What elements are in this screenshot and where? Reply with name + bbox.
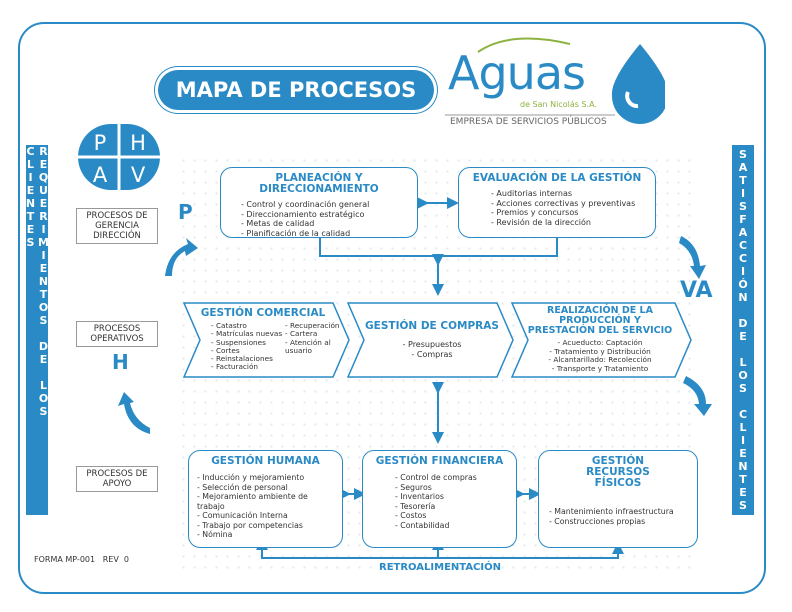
list-item: - Atención al usuario [285, 337, 331, 355]
chevron-compras[interactable]: GESTIÓN DE COMPRAS - Presupuestos - Comp… [347, 302, 515, 378]
list-item: - Presupuestos [402, 340, 462, 349]
list-item: - Comunicación Interna [197, 511, 288, 520]
list-item: - Transporte y Tratamiento [551, 363, 649, 373]
list-item: - Selección de personal [197, 482, 288, 492]
list-item: - Costos [395, 511, 427, 520]
list-item: - Auditorias internas [491, 189, 573, 198]
box-title: GESTIÓN DE COMPRAS [365, 320, 499, 332]
chevron-produccion[interactable]: REALIZACIÓN DE LA PRODUCCIÓN Y PRESTACIÓ… [511, 302, 693, 378]
form-code: FORMA MP-001 REV 0 [34, 555, 129, 564]
box-title: EVALUACIÓN DE LA GESTIÓN [472, 172, 642, 184]
list-item: - Cortes [211, 345, 240, 355]
box-gestion-humana[interactable]: GESTIÓN HUMANA - Inducción y mejoramient… [188, 450, 343, 548]
list-item: - Revisión de la dirección [491, 217, 591, 227]
list-item: - Acueducto: Captación [557, 338, 643, 347]
list-item: - Tesorería [395, 501, 436, 511]
box-title: PLANEACIÓN Y DIRECCIONAMIENTO [259, 172, 379, 195]
list-item: - Metas de calidad [241, 219, 315, 228]
list-item: - Direccionamiento estratégico [241, 209, 365, 219]
box-title: REALIZACIÓN DE LA PRODUCCIÓN Y PRESTACIÓ… [527, 305, 673, 336]
list-item: - Reinstalaciones [211, 354, 273, 364]
list-item: - Alcantarillado: Recolección [548, 355, 652, 364]
list-item: - Planificación de la calidad [241, 228, 351, 238]
list-item: - Nómina [197, 530, 233, 539]
feedback-label: RETROALIMENTACIÓN [379, 562, 501, 573]
phva-p: P [94, 131, 107, 155]
list-item: - Inducción y mejoramiento [197, 473, 305, 482]
cycle-letter-p: P [178, 200, 193, 224]
label-operativos: PROCESOS OPERATIVOS [76, 321, 158, 347]
list-item: - Contabilidad [395, 520, 450, 530]
list-item: - Acciones correctivas y preventivas [491, 198, 636, 208]
list-item: - Premios y concursos [491, 208, 579, 217]
box-title: GESTIÓN FINANCIERA [375, 455, 504, 467]
logo-sub: de San Nicolás S.A. [520, 100, 597, 109]
left-bar-requerimientos: REQUERIMIENTOS DE LOS CLIENTES [24, 145, 50, 515]
cycle-letter-va: VA [680, 278, 713, 303]
list-item: - Seguros [395, 482, 432, 492]
list-item: - Catastro [211, 321, 247, 330]
logo-name: Aguas [448, 46, 586, 100]
company-logo: Aguas de San Nicolás S.A. EMPRESA DE SER… [440, 30, 669, 130]
box-planeacion[interactable]: PLANEACIÓN Y DIRECCIONAMIENTO - Control … [220, 167, 418, 238]
list-item: - Compras [411, 349, 453, 359]
list-item: - Suspensiones [211, 337, 266, 347]
phva-cycle: P H A V [78, 124, 166, 190]
list-item: - Cartera [285, 329, 318, 339]
list-item: - Matrículas nuevas [211, 329, 283, 339]
list-item: - Facturación [211, 362, 259, 372]
list-item: - Control y coordinación general [241, 200, 370, 209]
phva-a: A [93, 163, 108, 187]
phva-v: V [131, 163, 146, 187]
box-evaluacion[interactable]: EVALUACIÓN DE LA GESTIÓN - Auditorias in… [458, 167, 656, 238]
box-title: GESTIÓN HUMANA [211, 455, 320, 467]
label-apoyo: PROCESOS DE APOYO [76, 466, 158, 492]
list-item: - Inventarios [395, 492, 444, 501]
page-frame [18, 22, 766, 594]
list-item: - Recuperación [285, 321, 340, 330]
list-item: - Tratamiento y Distribución [549, 346, 651, 356]
chevron-comercial[interactable]: GESTIÓN COMERCIAL - Catastro - Matrícula… [183, 302, 351, 378]
list-item: - Mantenimiento infraestructura [549, 507, 674, 516]
right-bar-satisfaccion: SATISFACCIÓN DE LOS CLIENTES [732, 145, 754, 515]
logo-tagline: EMPRESA DE SERVICIOS PÚBLICOS [450, 117, 607, 127]
list-item: - Construcciones propias [549, 516, 646, 526]
list-item: - Mejoramiento ambiente de trabajo [197, 492, 308, 511]
list-item: - Control de compras [395, 473, 477, 482]
label-direccion: PROCESOS DE GERENCIA DIRECCIÓN [76, 208, 158, 244]
logo-mountain-drop-icon [445, 37, 669, 124]
list-item: - Trabajo por competencias [197, 520, 303, 530]
box-recursos-fisicos[interactable]: GESTIÓN RECURSOS FÍSICOS - Mantenimiento… [538, 450, 698, 548]
box-gestion-financiera[interactable]: GESTIÓN FINANCIERA - Control de compras … [362, 450, 517, 548]
phva-h: H [130, 131, 146, 155]
cycle-curved-arrows [118, 236, 712, 434]
box-title: GESTIÓN RECURSOS FÍSICOS [586, 455, 650, 489]
page-title: MAPA DE PROCESOS [158, 70, 434, 110]
cycle-letter-h: H [112, 350, 129, 374]
box-title: GESTIÓN COMERCIAL [200, 307, 326, 319]
